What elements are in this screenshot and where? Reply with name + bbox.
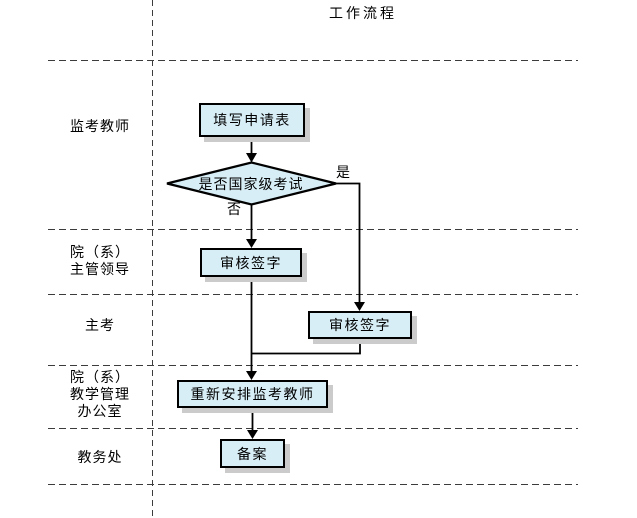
node-decision-label: 是否国家级考试 (198, 177, 304, 193)
arrowhead-yes-branch (354, 302, 365, 311)
arrowhead-to-rearrange (246, 371, 257, 380)
lane-label-line: 院（系） (70, 245, 130, 261)
lane-boundary-2 (48, 229, 578, 230)
lane-boundary-1 (48, 60, 578, 61)
node-label: 审核签字 (220, 255, 282, 272)
lane-boundary-5 (48, 428, 578, 429)
node-review-sign-examiner: 审核签字 (308, 311, 412, 339)
lane-label-line: 办公室 (77, 404, 123, 420)
lane-label-line: 教务处 (77, 450, 123, 466)
lane-label-line: 主管领导 (70, 262, 130, 278)
lane-boundary-6 (48, 484, 578, 485)
node-label: 备案 (237, 446, 268, 463)
lane-label-line: 院（系） (70, 370, 130, 386)
node-label: 审核签字 (329, 318, 391, 334)
node-filing: 备案 (220, 439, 285, 468)
page-title: 工作流程 (329, 6, 397, 22)
lane-label-proctor-teacher: 监考教师 (48, 119, 152, 136)
lane-label-dept-supervisor-leader: 院（系） 主管领导 (48, 245, 152, 279)
lane-boundary-4 (48, 365, 578, 366)
lane-label-academic-affairs-office: 教务处 (48, 450, 152, 467)
lane-label-line: 主考 (85, 318, 115, 334)
lane-label-chief-examiner: 主考 (48, 318, 152, 335)
node-fill-application-form: 填写申请表 (199, 103, 305, 137)
lane-label-line: 教学管理 (70, 387, 130, 403)
arrowhead-to-filing (247, 430, 258, 439)
branch-label-yes: 是 (336, 165, 350, 181)
node-label: 重新安排监考教师 (190, 387, 315, 403)
lane-boundary-3 (48, 294, 578, 295)
connector-examiner-review-merge (251, 339, 361, 355)
lane-label-dept-teaching-admin-office: 院（系） 教学管理 办公室 (48, 370, 152, 421)
node-review-sign-dept: 审核签字 (200, 248, 302, 277)
arrowhead-form-to-decision (246, 153, 257, 163)
arrowhead-no-branch (246, 239, 257, 248)
branch-label-no: 否 (227, 202, 241, 218)
connector-yes-branch (336, 182, 361, 302)
swimlane-vertical-divider (152, 0, 153, 518)
node-label: 填写申请表 (213, 113, 291, 129)
node-rearrange-proctors: 重新安排监考教师 (177, 380, 328, 408)
lane-label-line: 监考教师 (70, 119, 130, 135)
